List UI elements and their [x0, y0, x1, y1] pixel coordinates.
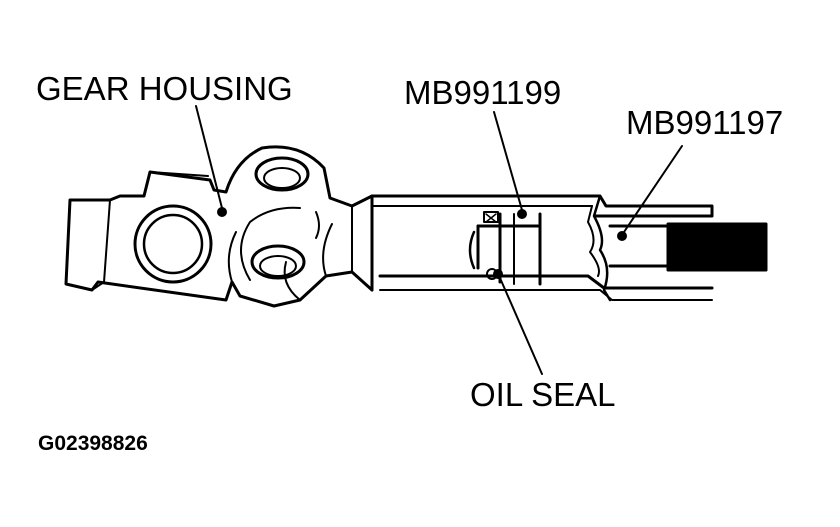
- leader-dot-mb991197: [617, 231, 627, 241]
- leader-mb991197: [623, 145, 683, 233]
- figure-code: G02398826: [38, 432, 148, 455]
- leader-gear-housing: [195, 105, 223, 209]
- label-oil-seal: OIL SEAL: [470, 376, 616, 413]
- leader-lines: [195, 105, 683, 375]
- leader-oil-seal: [499, 277, 543, 375]
- tool-mb991197: [608, 222, 768, 272]
- leader-mb991199: [493, 111, 523, 211]
- label-mb991199: MB991199: [404, 74, 562, 111]
- tool-mb991199: [468, 211, 542, 286]
- leader-dot-mb991199: [517, 209, 527, 219]
- label-mb991197: MB991197: [626, 104, 784, 141]
- rack-tube: [370, 194, 714, 302]
- leader-dot-gear-housing: [217, 207, 227, 217]
- leader-dot-oil-seal: [493, 269, 503, 279]
- label-gear-housing: GEAR HOUSING: [36, 70, 293, 107]
- gear-housing: [64, 145, 374, 308]
